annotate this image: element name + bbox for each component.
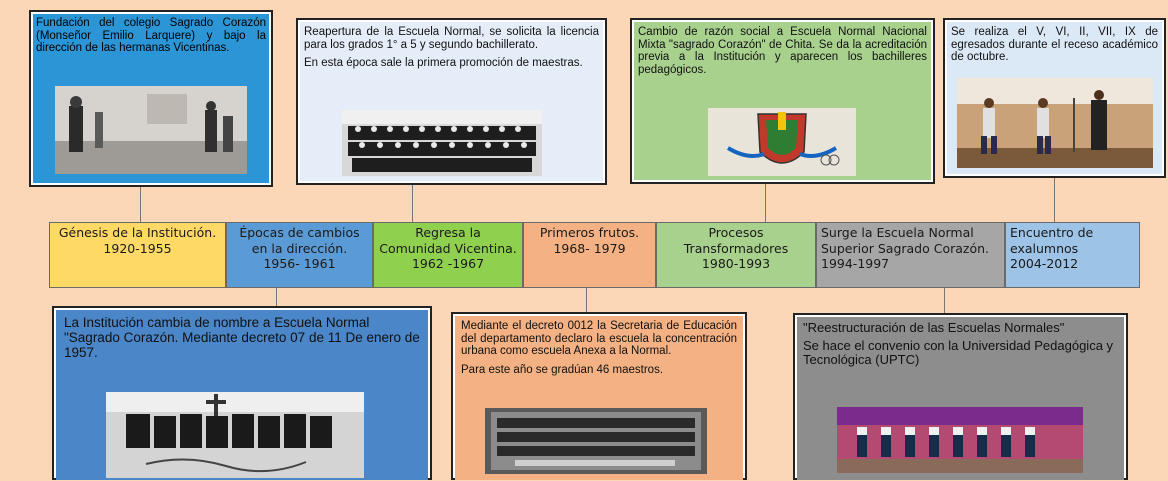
connector-line xyxy=(1054,178,1055,222)
timeline-segment-vicentina: Regresa la Comunidad Vicentina. 1962 -19… xyxy=(373,222,523,288)
connector-line xyxy=(276,288,277,308)
segment-years: 1956- 1961 xyxy=(263,256,336,271)
segment-label: Encuentro de exalumnos xyxy=(1010,225,1094,256)
event-card-reestructuracion: "Reestructuración de las Escuelas Normal… xyxy=(793,313,1128,480)
segment-label: Génesis de la Institución. xyxy=(58,225,217,240)
event-card-encuentro: Se realiza el V, VI, II, VII, IX de egre… xyxy=(943,18,1166,178)
segment-years: 1968- 1979 xyxy=(553,240,626,256)
timeline-segment-genesis: Génesis de la Institución. 1920-1955 xyxy=(49,222,226,288)
segment-label: Surge la Escuela Normal Superior Sagrado… xyxy=(821,225,990,256)
photo-concert xyxy=(957,78,1153,168)
timeline-segment-transformadores: Procesos Transformadores 1980-1993 xyxy=(656,222,816,288)
segment-label: Regresa la Comunidad Vicentina. xyxy=(379,225,517,256)
event-text: Fundación del colegio Sagrado Corazón (M… xyxy=(36,17,266,54)
connector-line xyxy=(765,183,766,222)
connector-line xyxy=(586,288,587,313)
event-text: Mediante el decreto 0012 la Secretaria d… xyxy=(461,320,737,357)
segment-years: 1962 -1967 xyxy=(411,256,485,271)
segment-label: Primeros frutos. xyxy=(539,225,640,240)
connector-line xyxy=(140,187,141,222)
photo-school-crest xyxy=(708,108,856,176)
event-text: La Institución cambia de nombre a Escuel… xyxy=(64,315,420,360)
photo-students xyxy=(837,407,1083,473)
segment-label: Épocas de cambios en la dirección. xyxy=(239,225,360,256)
timeline-segment-escuela-superior: Surge la Escuela Normal Superior Sagrado… xyxy=(816,222,1005,288)
event-card-reapertura: Reapertura de la Escuela Normal, se soli… xyxy=(296,18,607,185)
timeline-segment-cambios: Épocas de cambios en la dirección. 1956-… xyxy=(226,222,373,288)
segment-years: 1980-1993 xyxy=(701,256,771,271)
photo-graduates xyxy=(342,110,542,176)
segment-label: Procesos Transformadores xyxy=(683,225,789,256)
event-text: Para este año se gradúan 46 maestros. xyxy=(461,363,664,376)
event-card-cambio-razon: Cambio de razón social a Escuela Normal … xyxy=(630,18,935,184)
connector-line xyxy=(944,288,945,314)
photo-nuns-group xyxy=(106,392,364,478)
timeline-segment-exalumnos: Encuentro de exalumnos 2004-2012 xyxy=(1005,222,1140,288)
event-text: Cambio de razón social a Escuela Normal … xyxy=(638,26,927,76)
segment-years: 2004-2012 xyxy=(1010,256,1079,271)
photo-nuns xyxy=(55,86,247,174)
photo-class-portrait xyxy=(485,408,707,474)
segment-years: 1994-1997 xyxy=(821,256,890,271)
timeline-segment-frutos: Primeros frutos. 1968- 1979 xyxy=(523,222,656,288)
event-text: "Reestructuración de las Escuelas Normal… xyxy=(803,320,1065,335)
event-text: Reapertura de la Escuela Normal, se soli… xyxy=(304,26,599,51)
event-text: Se hace el convenio con la Universidad P… xyxy=(803,338,1114,367)
event-card-cambio-nombre: La Institución cambia de nombre a Escuel… xyxy=(52,306,432,480)
segment-years: 1920-1955 xyxy=(103,240,172,256)
event-text: Se realiza el V, VI, II, VII, IX de egre… xyxy=(951,26,1158,63)
event-card-fundacion: Fundación del colegio Sagrado Corazón (M… xyxy=(29,10,273,187)
connector-line xyxy=(412,185,413,222)
event-card-decreto: Mediante el decreto 0012 la Secretaria d… xyxy=(451,312,747,480)
event-text: En esta época sale la primera promoción … xyxy=(304,57,583,69)
